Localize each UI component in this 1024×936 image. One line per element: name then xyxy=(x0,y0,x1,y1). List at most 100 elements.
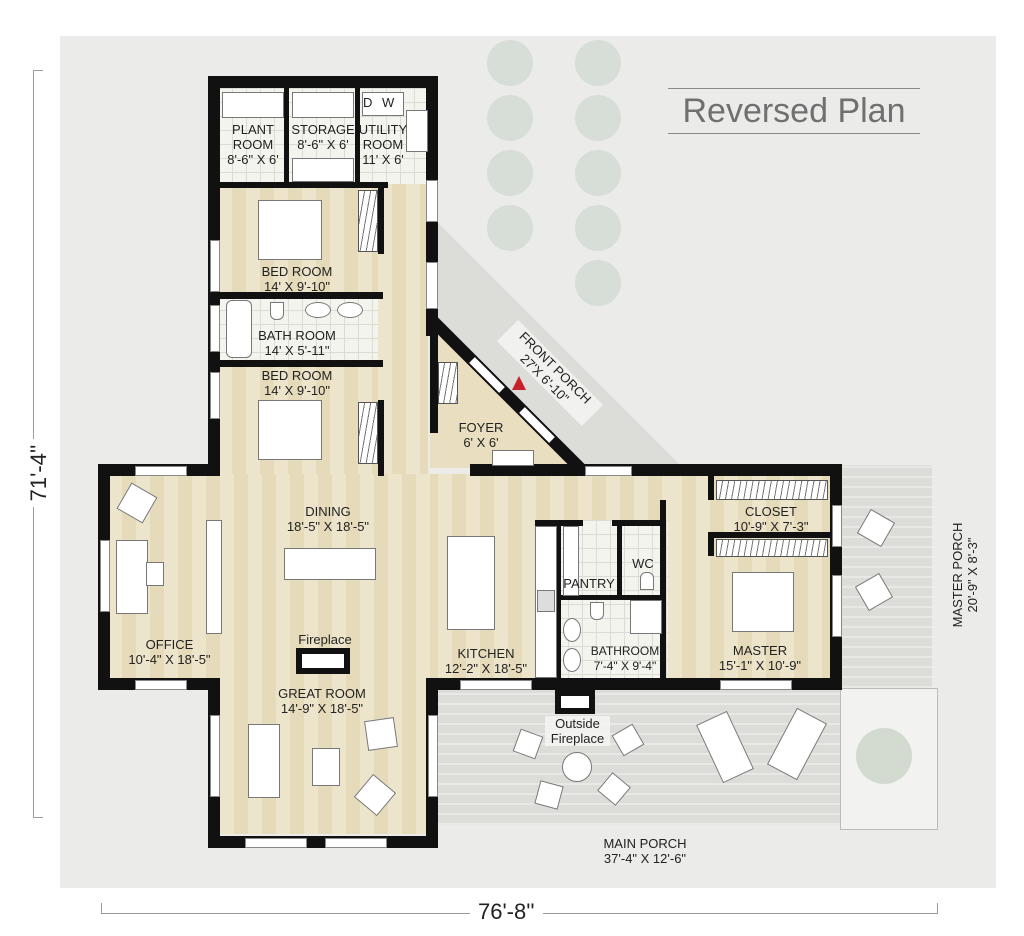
fireplace-label: Fireplace xyxy=(298,632,352,647)
sink xyxy=(337,302,363,318)
shelf xyxy=(292,92,354,118)
main-porch-label: MAIN PORCH 37'-4" X 12'-6" xyxy=(603,836,687,866)
width-dimension: 76'-8'' xyxy=(470,899,543,925)
wall xyxy=(208,836,438,848)
tree-icon xyxy=(575,150,621,196)
foyer-closet xyxy=(438,362,458,404)
pantry-label: PANTRY xyxy=(563,576,615,591)
wall xyxy=(708,532,714,556)
tree-icon xyxy=(487,95,533,141)
wall xyxy=(430,318,438,433)
wall xyxy=(355,88,360,184)
bathtub xyxy=(226,300,252,358)
dim-tick xyxy=(937,903,938,913)
tree-icon xyxy=(487,205,533,251)
bath-pantry-floor xyxy=(540,520,668,680)
window xyxy=(245,838,307,848)
office-label: OFFICE 10'-4" X 18'-5" xyxy=(128,637,211,667)
shelf xyxy=(222,92,284,118)
wall xyxy=(378,400,384,476)
window xyxy=(210,715,220,797)
window xyxy=(832,575,842,637)
utility-room-label: UTILITY ROOM 11' X 6' xyxy=(358,122,408,167)
utility-sink xyxy=(406,110,428,152)
wall xyxy=(218,292,383,299)
window xyxy=(210,372,220,419)
foyer-diagonal-wall xyxy=(425,313,587,475)
shower xyxy=(630,600,662,634)
window xyxy=(210,305,220,352)
closet-label: CLOSET 10'-9" X 7'-3" xyxy=(733,504,809,534)
bed xyxy=(258,400,322,460)
wall xyxy=(378,184,384,254)
master-porch-label: MASTER PORCH 20'-9" X 8'-3" xyxy=(950,522,980,628)
bed xyxy=(732,572,794,632)
front-porch-deck xyxy=(430,215,680,465)
wardrobe xyxy=(358,402,378,464)
window xyxy=(426,180,438,222)
tree-icon xyxy=(575,40,621,86)
tree-icon xyxy=(487,150,533,196)
fire-pit-table xyxy=(562,752,592,782)
sofa xyxy=(248,724,280,798)
bed-room-2-label: BED ROOM 14' X 9'-10" xyxy=(261,368,333,398)
toilet xyxy=(270,302,284,320)
wall xyxy=(612,520,662,526)
bed xyxy=(258,200,322,260)
plan-title: Reversed Plan xyxy=(682,92,906,130)
wall xyxy=(208,76,438,88)
window xyxy=(720,680,792,690)
master-porch-deck xyxy=(840,465,932,688)
office-desk xyxy=(116,540,148,614)
title-rule-bottom xyxy=(668,133,920,134)
window xyxy=(210,240,220,292)
master-label: MASTER 15'-1" X 10'-9" xyxy=(718,643,802,673)
dim-tick xyxy=(101,903,102,913)
desk-chair xyxy=(146,562,164,586)
dim-tick xyxy=(33,70,43,71)
tree-icon xyxy=(575,260,621,306)
window xyxy=(460,680,532,690)
wall xyxy=(218,360,383,367)
bath-room-label: BATH ROOM 14' X 5'-11" xyxy=(258,328,336,358)
fireplace-box xyxy=(296,648,350,674)
kitchen-label: KITCHEN 12'-2" X 18'-5" xyxy=(444,646,528,676)
window xyxy=(832,505,842,547)
wall xyxy=(708,532,832,538)
toilet xyxy=(640,572,654,590)
room-divider-shelf xyxy=(206,520,222,634)
sink xyxy=(563,648,581,672)
outside-fireplace-label: Outside Fireplace xyxy=(545,716,610,746)
wc-label: WC xyxy=(632,556,654,571)
window xyxy=(426,262,438,309)
dim-tick xyxy=(33,817,43,818)
closet-rod xyxy=(716,539,828,557)
window xyxy=(100,540,110,612)
washer-dryer-label: D W xyxy=(363,95,398,110)
sink xyxy=(305,302,331,318)
great-room-label: GREAT ROOM 14'-9" X 18'-5" xyxy=(278,686,366,716)
wall xyxy=(555,520,561,680)
hall-floor xyxy=(378,184,428,474)
plant-room-label: PLANT ROOM 8'-6" X 6' xyxy=(227,122,279,167)
closet-rod xyxy=(716,480,828,500)
window xyxy=(585,466,632,476)
wall xyxy=(708,476,714,500)
window xyxy=(135,680,187,690)
coffee-table xyxy=(312,748,340,786)
kitchen-island xyxy=(447,536,495,630)
window xyxy=(428,715,438,797)
wall xyxy=(555,595,665,600)
wall xyxy=(660,500,666,680)
sink xyxy=(563,618,581,642)
bathroom-label: BATHROOM 7'-4" X 9'-4" xyxy=(590,644,660,673)
dining-label: DINING 18'-5" X 18'-5" xyxy=(286,504,370,534)
outside-fireplace xyxy=(555,690,595,714)
height-dimension: 71'-4'' xyxy=(26,439,52,507)
tree-icon xyxy=(575,205,621,251)
wardrobe xyxy=(358,190,378,252)
armchair xyxy=(364,717,398,751)
tree-icon xyxy=(856,728,912,784)
tree-icon xyxy=(487,40,533,86)
foyer-bench xyxy=(492,450,534,466)
